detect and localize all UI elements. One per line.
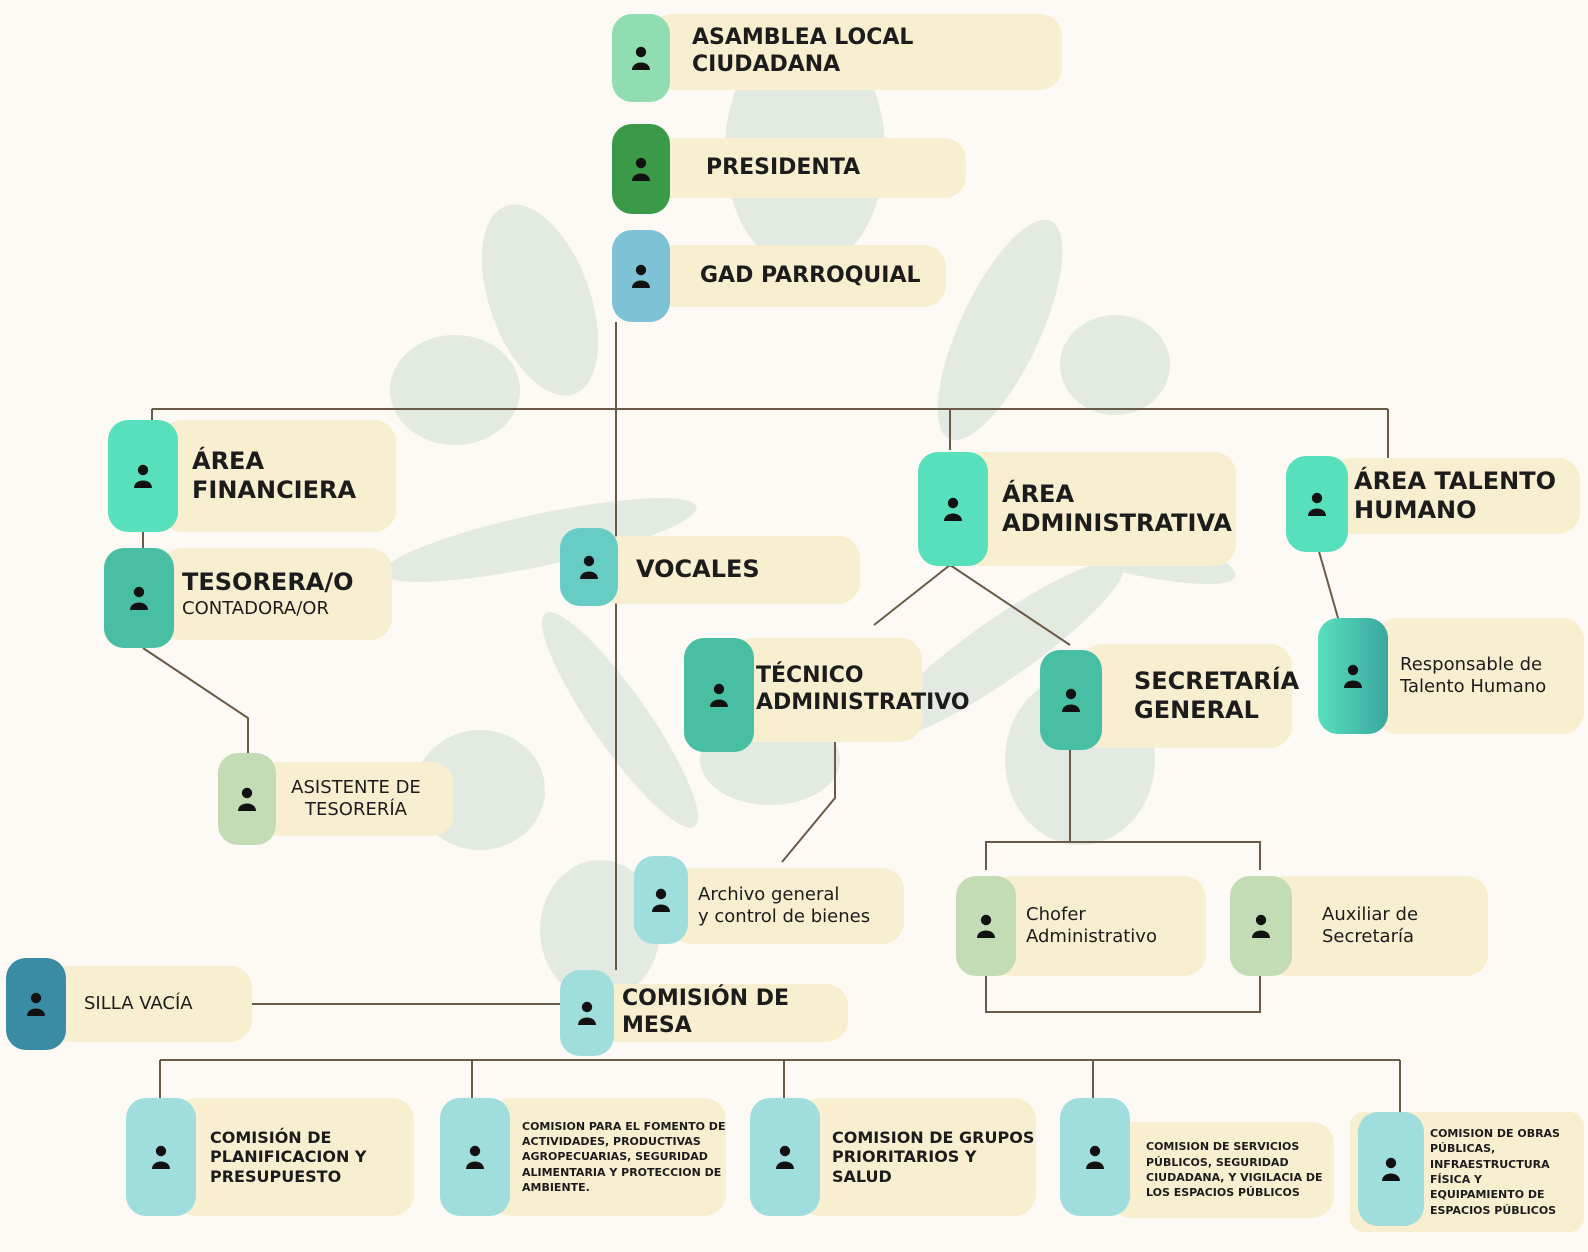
node-label-line2: y control de bienes bbox=[698, 906, 871, 927]
node-label-line1: ASISTENTE DE bbox=[291, 777, 421, 799]
person-icon bbox=[944, 497, 962, 521]
node-label-line5: AMBIENTE. bbox=[522, 1181, 590, 1195]
person-icon bbox=[27, 992, 45, 1016]
person-icon bbox=[580, 555, 598, 579]
node-label-line1: ÁREA TALENTO bbox=[1354, 466, 1557, 495]
person-icon bbox=[466, 1145, 484, 1169]
person-icon bbox=[632, 157, 650, 181]
node-label-line3: INFRAESTRUCTURA bbox=[1430, 1157, 1550, 1171]
node-label-line2: Talento Humano bbox=[1400, 676, 1547, 697]
node-label-line2: ACTIVIDADES, PRODUCTIVAS bbox=[522, 1134, 701, 1148]
node-label-line1: COMISIÓN DE bbox=[210, 1127, 332, 1147]
node-label-line3: SALUD bbox=[832, 1166, 892, 1186]
node-label-line2: PLANIFICACION Y bbox=[210, 1147, 367, 1167]
node-label-line4: LOS ESPACIOS PÚBLICOS bbox=[1146, 1186, 1300, 1200]
node-label-line1: Responsable de bbox=[1400, 654, 1543, 676]
node-label-line4: ALIMENTARIA Y PROTECCION DE bbox=[522, 1165, 722, 1179]
node-label-line1: Auxiliar de bbox=[1322, 904, 1419, 926]
node-label-line1: TESORERA/O bbox=[182, 568, 354, 597]
node-label: ASAMBLEA LOCAL CIUDADANA bbox=[692, 25, 914, 77]
node-label-line2: TESORERÍA bbox=[305, 799, 407, 820]
node-label-line2: HUMANO bbox=[1354, 496, 1477, 524]
node-label-line2: CONTADORA/OR bbox=[182, 597, 329, 619]
person-icon bbox=[1308, 492, 1326, 516]
person-icon bbox=[710, 683, 728, 707]
node-label-line2: PÚBLICOS, SEGURIDAD bbox=[1146, 1155, 1289, 1169]
person-icon bbox=[1382, 1157, 1400, 1181]
person-icon bbox=[1252, 914, 1270, 938]
node-label-line2: GENERAL bbox=[1134, 696, 1259, 724]
node-label-line4: FÍSICA Y bbox=[1430, 1173, 1483, 1186]
person-icon bbox=[578, 1001, 596, 1025]
node-label-line1: SECRETARÍA bbox=[1134, 666, 1300, 695]
node-label-line1: COMISION DE GRUPOS bbox=[832, 1127, 1035, 1147]
node-label: SILLA VACÍA bbox=[84, 993, 193, 1015]
node-label-line1: COMISION PARA EL FOMENTO DE bbox=[522, 1119, 726, 1133]
node-label-line3: CIUDADANA, Y VIGILACIA DE bbox=[1146, 1171, 1323, 1184]
person-icon bbox=[1344, 664, 1362, 688]
person-icon bbox=[238, 787, 256, 811]
node-label: VOCALES bbox=[636, 555, 760, 584]
node-label-line5: EQUIPAMIENTO DE bbox=[1430, 1188, 1545, 1202]
node-label-line1: ÁREA bbox=[192, 446, 265, 475]
person-icon bbox=[652, 888, 670, 912]
node-label-line3: AGROPECUARIAS, SEGURIDAD bbox=[522, 1150, 708, 1164]
person-icon bbox=[130, 586, 148, 610]
person-icon bbox=[977, 914, 995, 938]
node-label-line2: FINANCIERA bbox=[192, 476, 357, 504]
person-icon bbox=[152, 1145, 170, 1169]
person-icon bbox=[632, 46, 650, 70]
node-label-line2: PÚBLICAS, bbox=[1430, 1142, 1496, 1156]
node-label-line1: TÉCNICO bbox=[756, 663, 864, 689]
node-label-line2: PRIORITARIOS Y bbox=[832, 1147, 977, 1167]
person-icon bbox=[776, 1145, 794, 1169]
node-label-line3: PRESUPUESTO bbox=[210, 1166, 342, 1186]
person-icon bbox=[1086, 1145, 1104, 1169]
node-label-line2: Administrativo bbox=[1026, 926, 1157, 947]
node-label: COMISIÓN DE MESA bbox=[622, 986, 790, 1038]
node-label-line2: ADMINISTRATIVO bbox=[756, 690, 970, 715]
node-label: GAD PARROQUIAL bbox=[700, 262, 921, 288]
node-label-line1: ÁREA bbox=[1002, 479, 1075, 508]
person-icon bbox=[1062, 688, 1080, 712]
person-icon bbox=[134, 464, 152, 488]
person-icon bbox=[632, 264, 650, 288]
node-label: PRESIDENTA bbox=[706, 154, 861, 180]
node-label-line1: Archivo general bbox=[698, 884, 840, 906]
node-label-line6: ESPACIOS PÚBLICOS bbox=[1430, 1203, 1557, 1217]
node-label-line1: COMISION DE SERVICIOS bbox=[1146, 1140, 1300, 1154]
node-label-line2: Secretaría bbox=[1322, 926, 1414, 947]
node-label-line1: Chofer bbox=[1026, 904, 1086, 926]
node-label-line2: ADMINISTRATIVA bbox=[1002, 509, 1232, 537]
node-label-line1: COMISION DE OBRAS bbox=[1430, 1126, 1560, 1140]
